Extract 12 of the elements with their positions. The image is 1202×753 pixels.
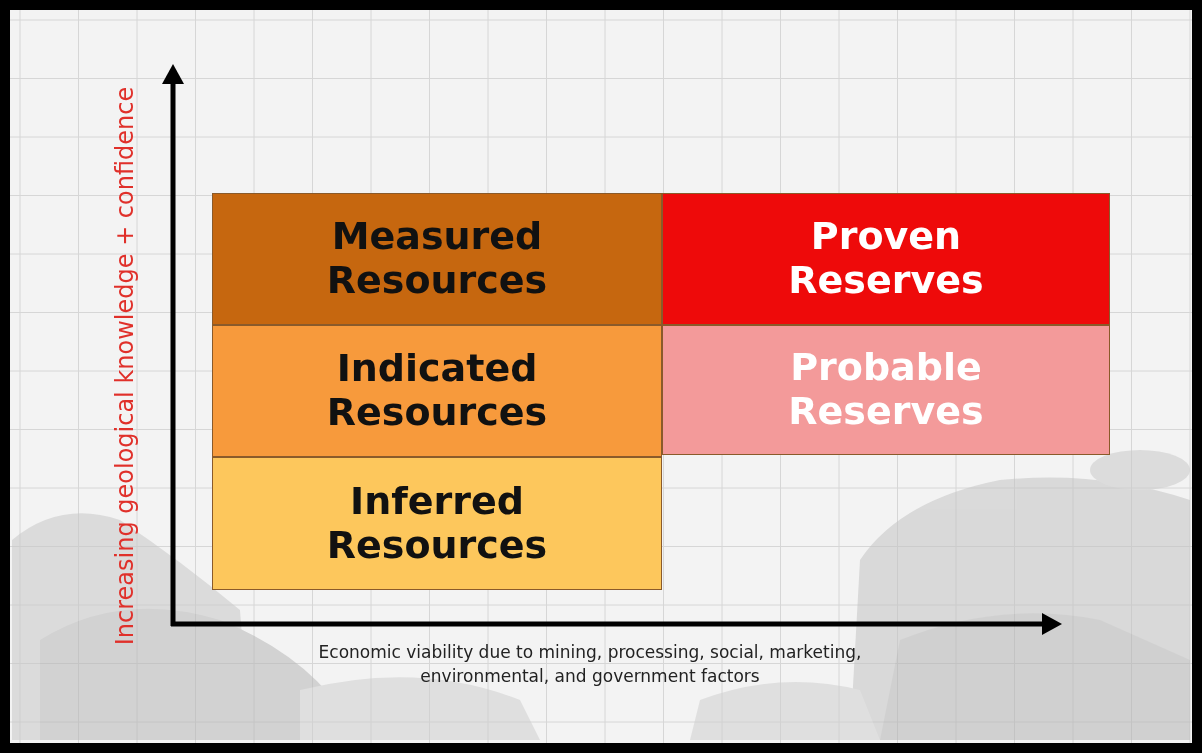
box-title: Inferred Resources bbox=[325, 479, 549, 568]
box-title: Measured Resources bbox=[325, 215, 549, 303]
axis-label: Increasing geological knowledge + confidence bbox=[110, 85, 140, 648]
category-box bbox=[212, 457, 662, 590]
axis-label: Economic viability due to mining, processing, social, marketing, environmental, and government factors bbox=[317, 641, 863, 688]
category-box bbox=[212, 193, 662, 325]
box-title: Proven Reserves bbox=[787, 215, 985, 303]
category-box bbox=[662, 325, 1110, 455]
category-box bbox=[662, 193, 1110, 325]
box-title: Indicated Resources bbox=[325, 347, 549, 435]
category-box bbox=[212, 325, 662, 457]
box-title: Probable Reserves bbox=[787, 346, 985, 434]
